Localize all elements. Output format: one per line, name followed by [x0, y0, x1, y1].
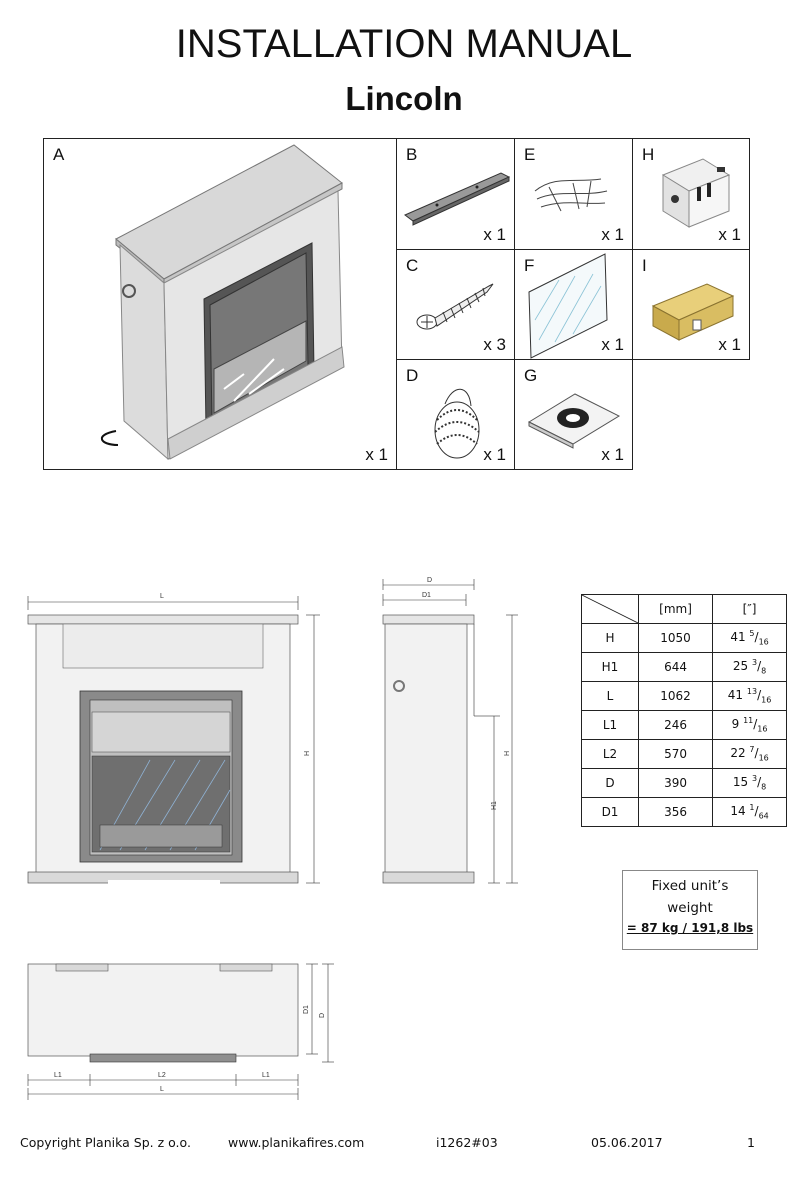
product-name: Lincoln	[345, 80, 463, 117]
part-b-label: B	[406, 145, 418, 164]
side-h1-label: H1	[491, 801, 498, 810]
top-d-label: D	[319, 1013, 326, 1018]
dimension-name: D1	[581, 797, 639, 827]
dimension-name: L	[581, 681, 639, 711]
top-width-label: L	[160, 1086, 164, 1093]
dimension-mm: 644	[637, 652, 714, 682]
side-view-drawing: D D1 H1 H	[382, 577, 518, 884]
glass-panel-icon	[528, 253, 608, 359]
fireplace-isometric-illustration	[101, 144, 345, 461]
dimension-name: D	[581, 768, 639, 798]
dimension-mm: 1062	[637, 681, 714, 711]
remote-pad-icon	[527, 393, 621, 449]
dimension-mm: 356	[637, 797, 714, 827]
parts-list: x 1 A B x 1 E x 1 H x 1	[43, 138, 750, 470]
top-l2-label: L2	[158, 1072, 166, 1079]
part-d-label: D	[406, 366, 419, 385]
part-a-quantity: x 1	[365, 445, 388, 464]
dimension-inch: 41 13/16	[712, 681, 787, 711]
weight-box: Fixed unit’s weight = 87 kg / 191,8 lbs	[622, 870, 758, 950]
footer-website: www.planikafires.com	[228, 1135, 365, 1150]
front-width-label: L	[160, 593, 164, 600]
dimension-inch: 41 5/16	[712, 623, 787, 653]
part-f-label: F	[524, 256, 535, 275]
part-b-quantity: x 1	[483, 225, 506, 244]
dimensions-table: [mm] [″] H 1050 41 5/16 H1 644 25 3/8 L …	[581, 594, 787, 827]
part-g-label: G	[524, 366, 538, 385]
part-f-cell: F x 1	[514, 249, 633, 360]
footer-copyright: Copyright Planika Sp. z o.o.	[20, 1135, 191, 1150]
part-i-label: I	[642, 256, 647, 275]
dimension-mm: 246	[637, 710, 714, 740]
front-height-label: H	[304, 751, 311, 756]
table-row: L 1062 41 13/16	[581, 681, 787, 711]
table-row: D 390 15 3/8	[581, 768, 787, 798]
dimension-inch: 9 11/16	[712, 710, 787, 740]
part-c-quantity: x 3	[483, 335, 506, 354]
footer-date: 05.06.2017	[591, 1135, 663, 1150]
part-h-quantity: x 1	[718, 225, 741, 244]
dimension-mm: 1050	[637, 623, 714, 653]
side-height-label: H	[504, 751, 511, 756]
footer-document-id: i1262#03	[436, 1135, 498, 1150]
dimension-name: L1	[581, 710, 639, 740]
part-g-quantity: x 1	[601, 445, 624, 464]
boxed-kit-icon	[651, 283, 735, 341]
weight-label-line1: Fixed unit’s	[651, 878, 729, 894]
dimension-mm: 570	[637, 739, 714, 769]
dimension-inch: 25 3/8	[712, 652, 787, 682]
technical-drawings: L H D D1 H1	[27, 577, 518, 1100]
part-c-cell: C x 3	[396, 249, 515, 360]
table-corner-cell	[581, 594, 639, 624]
weight-label-line2: weight	[667, 900, 713, 916]
part-e-cell: E x 1	[514, 138, 633, 250]
top-l1-left-label: L1	[54, 1072, 62, 1079]
side-depth-inner-label: D1	[422, 592, 431, 599]
table-row: H1 644 25 3/8	[581, 652, 787, 682]
part-a-cell: x 1 A	[43, 138, 397, 470]
mounting-bracket-icon	[404, 172, 511, 226]
dimension-mm: 390	[637, 768, 714, 798]
dimension-inch: 22 7/16	[712, 739, 787, 769]
column-header-mm: [mm]	[637, 594, 714, 624]
part-f-quantity: x 1	[601, 335, 624, 354]
table-row: L1 246 9 11/16	[581, 710, 787, 740]
screw-icon	[416, 283, 494, 330]
top-l1-right-label: L1	[262, 1072, 270, 1079]
side-depth-label: D	[427, 577, 432, 584]
dimension-name: L2	[581, 739, 639, 769]
decorative-twigs-icon	[534, 178, 608, 212]
front-view-drawing: L H	[27, 593, 320, 886]
part-h-cell: H x 1	[632, 138, 750, 250]
pebble-bag-icon	[434, 388, 480, 459]
dimension-name: H	[581, 623, 639, 653]
part-e-label: E	[524, 145, 536, 164]
page-title: INSTALLATION MANUAL	[175, 22, 633, 66]
table-row: H 1050 41 5/16	[581, 623, 787, 653]
part-h-label: H	[642, 145, 655, 164]
diagonal-divider	[582, 595, 638, 623]
part-b-cell: B x 1	[396, 138, 515, 250]
part-a-label: A	[53, 145, 65, 164]
top-d1-label: D1	[303, 1005, 310, 1014]
top-view-drawing: D1 D L1 L2 L1 L	[27, 963, 334, 1100]
footer-page-number: 1	[747, 1135, 755, 1150]
part-g-cell: G x 1	[514, 359, 633, 470]
dimension-name: H1	[581, 652, 639, 682]
part-d-quantity: x 1	[483, 445, 506, 464]
part-e-quantity: x 1	[601, 225, 624, 244]
part-i-cell: I x 1	[632, 249, 750, 360]
part-d-cell: D x 1	[396, 359, 515, 470]
weight-value: = 87 kg / 191,8 lbs	[626, 921, 754, 935]
part-c-label: C	[406, 256, 419, 275]
column-header-inch: [″]	[712, 594, 787, 624]
part-i-quantity: x 1	[718, 335, 741, 354]
travel-adapter-icon	[661, 158, 731, 228]
table-row: D1 356 14 1/64	[581, 797, 787, 827]
dimension-inch: 14 1/64	[712, 797, 787, 827]
table-header-row: [mm] [″]	[581, 594, 787, 624]
table-row: L2 570 22 7/16	[581, 739, 787, 769]
dimension-inch: 15 3/8	[712, 768, 787, 798]
